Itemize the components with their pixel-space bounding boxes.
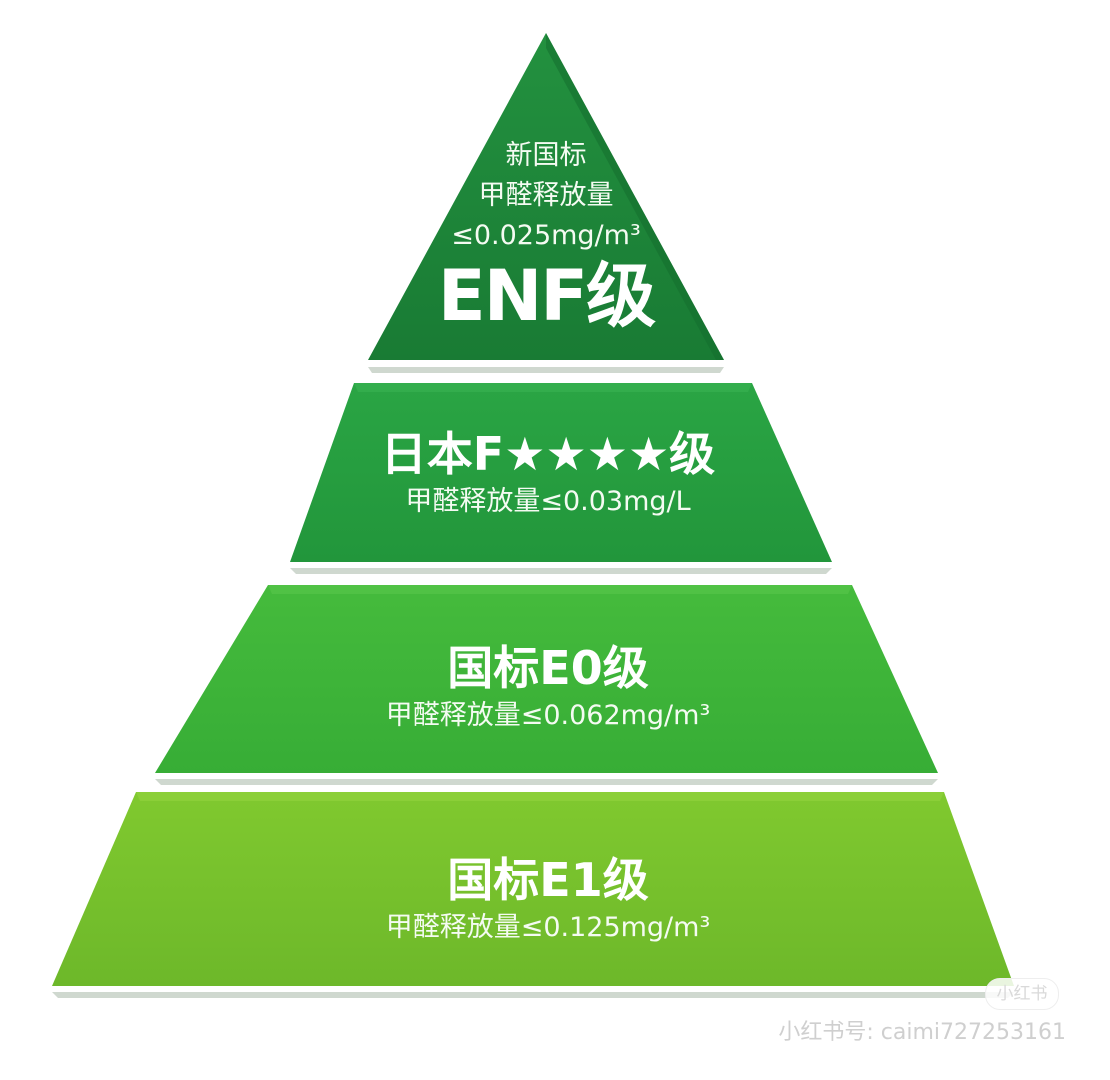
level-1-title: ENF级 — [437, 255, 656, 337]
level-2-title: 日本F★★★★级 — [380, 427, 716, 481]
watermark-badge: 小红书 — [985, 978, 1059, 1010]
level-4-title: 国标E1级 — [447, 853, 649, 907]
level-3-label: 国标E0级 甲醛释放量≤0.062mg/m³ — [386, 640, 711, 736]
level-3-subtitle: 甲醛释放量≤0.062mg/m³ — [385, 700, 711, 731]
level-3-title: 国标E0级 — [447, 641, 649, 695]
pyramid-level-3 — [155, 585, 938, 773]
level-1-label: 新国标 甲醛释放量 ≤0.025mg/m³ ENF级 — [437, 136, 656, 337]
level-1-line-3: ≤0.025mg/m³ — [451, 220, 641, 251]
pyramid-level-4 — [52, 792, 1014, 986]
level-1-line-1: 新国标 — [505, 140, 587, 171]
level-1-line-2: 甲醛释放量 — [478, 180, 614, 211]
level-4-subtitle: 甲醛释放量≤0.125mg/m³ — [385, 912, 711, 943]
pyramid-level-1 — [368, 33, 724, 360]
watermark-id: 小红书号: caimi727253161 — [778, 1020, 1066, 1045]
level-2-subtitle: 甲醛释放量≤0.03mg/L — [405, 486, 691, 517]
level-2-label: 日本F★★★★级 甲醛释放量≤0.03mg/L — [381, 426, 715, 522]
pyramid-level-2 — [290, 383, 832, 562]
level-4-label: 国标E1级 甲醛释放量≤0.125mg/m³ — [386, 852, 711, 948]
